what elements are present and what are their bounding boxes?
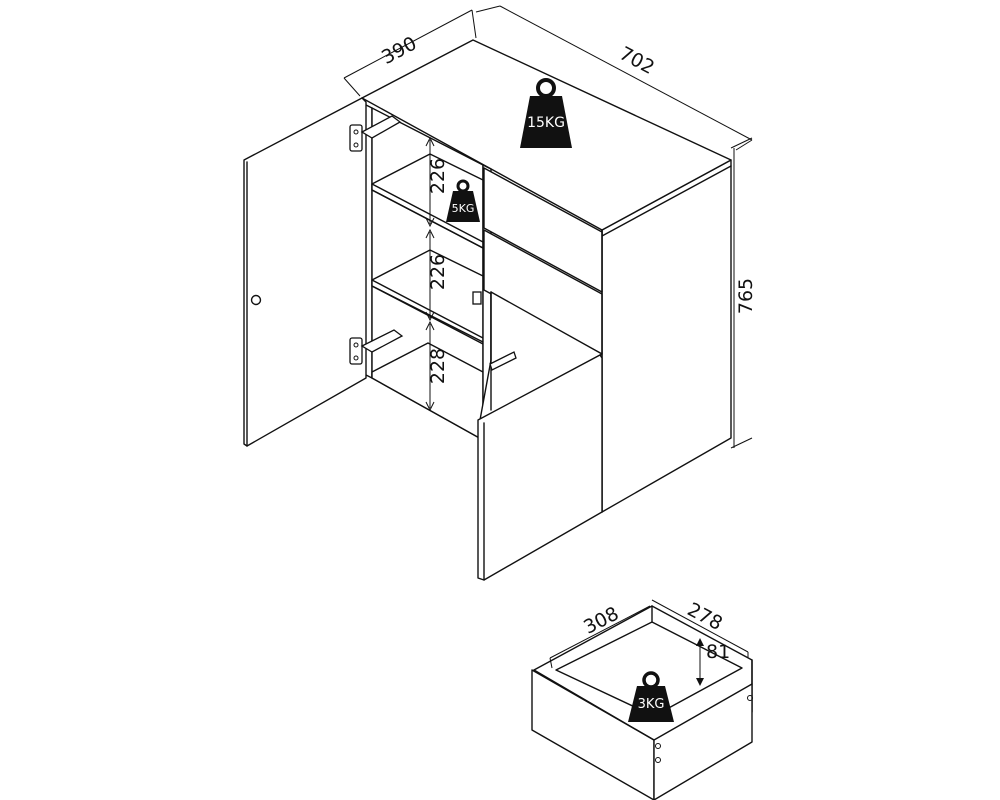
left-door [243,97,367,447]
hinge-icon [349,115,402,152]
shelf-height-2: 226 [427,254,449,290]
drawer-interior [555,621,743,717]
shelf-height-3: 228 [427,348,449,384]
weight-icon: 3KG [628,671,674,722]
shelf-spacing-dimensions: 226 226 228 [425,136,449,412]
weight-icon: 5KG [446,179,480,222]
shelf-height-1: 226 [427,158,449,194]
weight-drawer-label: 3KG [638,697,665,712]
drawer-height-label: 81 [706,641,730,663]
drawer-side [653,683,753,800]
weight-shelf-label: 5KG [452,202,475,215]
shelf-pin [472,291,482,305]
dimension-height: 765 [730,137,757,449]
drawer-dimension-height: 81 [696,638,730,686]
weight-top-label: 15KG [527,115,565,131]
dimension-depth-label: 390 [378,32,420,68]
right-door [477,354,603,581]
dimension-height-label: 765 [735,278,757,314]
door-knob-hole [250,294,262,306]
dimension-width-label: 702 [616,42,658,78]
hinge-icon [349,329,404,365]
weight-icon: 15KG [520,78,572,148]
hinge-icon [489,351,517,371]
